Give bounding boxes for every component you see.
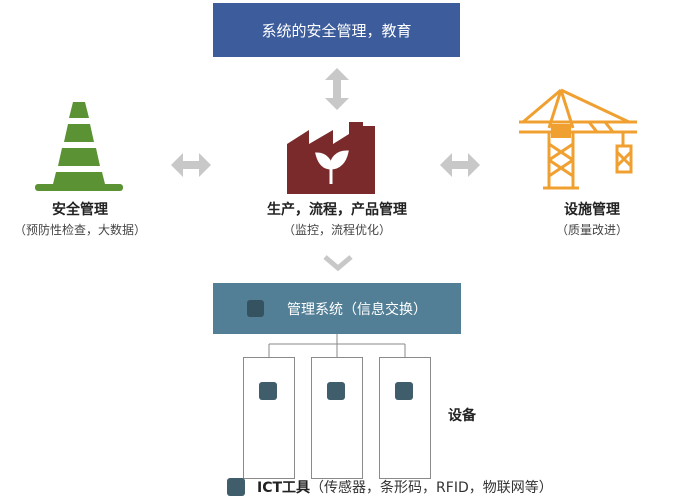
top-box-safety-education: 系统的安全管理，教育 xyxy=(213,3,460,57)
vertical-double-arrow-icon xyxy=(325,68,349,110)
devices-label: 设备 xyxy=(448,408,476,424)
production-management-subtitle: （监控，流程优化） xyxy=(282,223,391,237)
left-double-arrow-icon xyxy=(171,153,211,177)
right-double-arrow-icon xyxy=(440,153,480,177)
ict-detail: （传感器，条形码，RFID，物联网等） xyxy=(310,480,553,496)
production-management-title: 生产，流程，产品管理 xyxy=(267,202,407,218)
management-system-box: 管理系统（信息交换） xyxy=(213,283,461,334)
device-1-square-icon xyxy=(259,382,277,400)
device-1 xyxy=(243,357,295,479)
traffic-cone-icon xyxy=(35,102,123,191)
tower-crane-icon xyxy=(519,88,637,190)
device-3-square-icon xyxy=(395,382,413,400)
device-2-square-icon xyxy=(327,382,345,400)
ict-square-icon xyxy=(227,478,245,496)
top-box-label: 系统的安全管理，教育 xyxy=(261,21,412,40)
ict-title: ICT工具 xyxy=(257,480,311,496)
facility-management-subtitle: （质量改进） xyxy=(555,223,628,237)
management-system-label: 管理系统（信息交换） xyxy=(287,302,427,318)
management-square-icon xyxy=(247,300,264,317)
device-3 xyxy=(379,357,431,479)
facility-management-title: 设施管理 xyxy=(564,202,620,218)
safety-management-title: 安全管理 xyxy=(52,202,108,218)
chevron-down-icon xyxy=(323,255,353,272)
safety-management-subtitle: （预防性检查，大数据） xyxy=(13,223,146,237)
ict-legend: ICT工具（传感器，条形码，RFID，物联网等） xyxy=(257,477,553,497)
factory-icon xyxy=(287,122,375,194)
device-2 xyxy=(311,357,363,479)
